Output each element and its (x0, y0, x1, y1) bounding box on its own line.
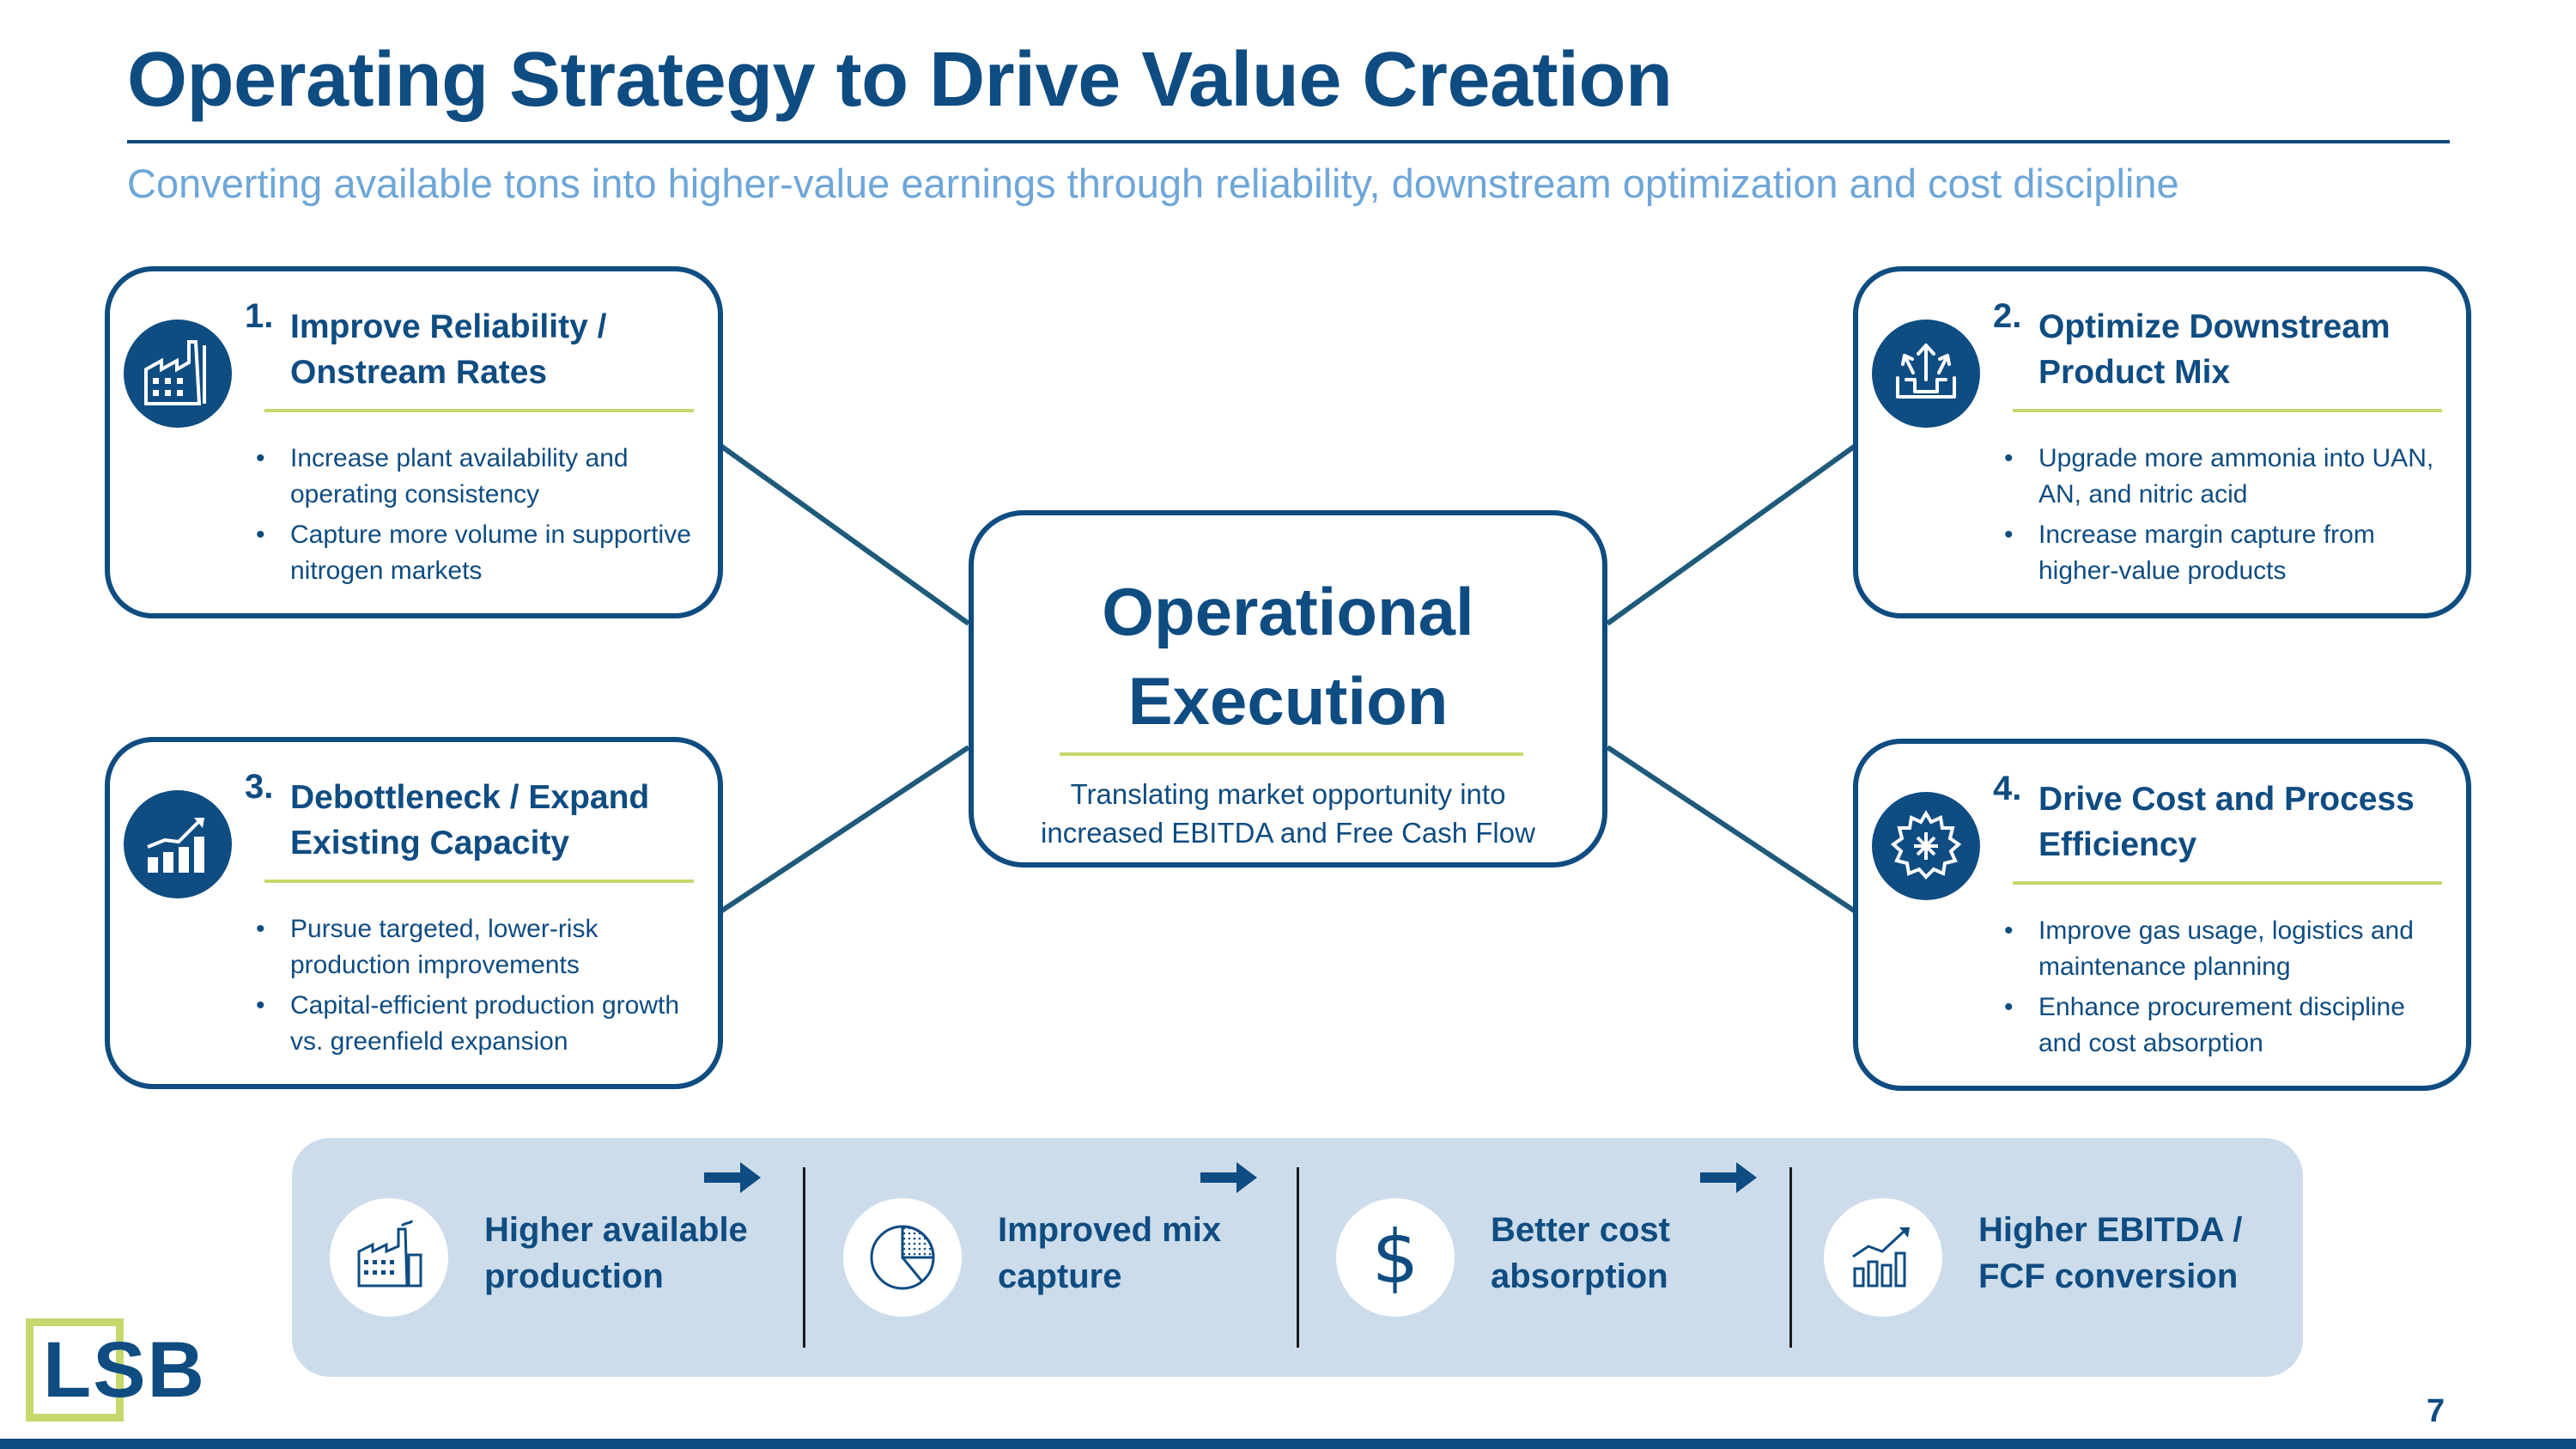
hub-description: Translating market opportunity into incr… (974, 775, 1602, 852)
hub-description-line-1: Translating market opportunity into (1070, 778, 1506, 810)
arrow-right-icon (1200, 1162, 1257, 1193)
growth-chart-icon (1824, 1198, 1942, 1317)
bullet-item: Pursue targeted, lower-risk production i… (251, 911, 706, 983)
card-bullets: Upgrade more ammonia into UAN, AN, and n… (1999, 441, 2454, 594)
card-title: Drive Cost and Process Efficiency (2038, 781, 2415, 863)
upload-arrows-icon (1872, 320, 1980, 428)
card-bullets: Improve gas usage, logistics and mainten… (1999, 913, 2454, 1066)
card-bullets: Increase plant availability and operatin… (251, 441, 706, 594)
strategy-card-1: 1. Improve Reliability / Onstream Rates … (105, 266, 723, 618)
factory-icon (124, 320, 232, 428)
card-title: Improve Reliability / Onstream Rates (290, 308, 607, 391)
connector-line-4 (1606, 745, 1858, 915)
flow-label: Improved mix capture (998, 1211, 1222, 1295)
hub-divider (1060, 752, 1523, 756)
gear-process-icon (1872, 792, 1980, 900)
logo-text: LSB (43, 1326, 206, 1414)
bullet-item: Enhance procurement discipline and cost … (1999, 989, 2454, 1062)
hub-title: Operational Execution (974, 567, 1602, 746)
dollar-icon: $ (1336, 1198, 1455, 1317)
connector-line-1 (718, 442, 970, 626)
bullet-item: Increase plant availability and operatin… (251, 441, 706, 513)
company-logo: LSB (26, 1318, 232, 1426)
card-bullets: Pursue targeted, lower-risk production i… (251, 911, 706, 1064)
page-number: 7 (2427, 1393, 2445, 1429)
flow-label: Higher EBITDA / FCF conversion (1978, 1211, 2243, 1295)
footer-bar (0, 1439, 2576, 1449)
bullet-item: Improve gas usage, logistics and mainten… (1999, 913, 2454, 985)
bullet-item: Capital-efficient production growth vs. … (251, 988, 706, 1060)
bullet-item: Capture more volume in supportive nitrog… (251, 517, 706, 589)
connector-line-3 (718, 745, 970, 915)
card-title: Debottleneck / Expand Existing Capacity (290, 779, 650, 861)
bar-growth-icon (124, 790, 232, 898)
arrow-right-icon (704, 1162, 761, 1193)
flow-separator (803, 1167, 805, 1348)
value-flow-band: Higher available production Improved mix… (292, 1138, 2303, 1377)
card-divider (264, 880, 694, 883)
card-divider (264, 409, 694, 412)
logo-frame (26, 1318, 124, 1422)
strategy-card-4: 4. Drive Cost and Process Efficiency Imp… (1853, 739, 2471, 1091)
flow-label: Higher available production (484, 1211, 748, 1295)
card-title: Optimize Downstream Product Mix (2038, 308, 2391, 391)
connector-line-2 (1606, 442, 1858, 626)
card-divider (2013, 881, 2442, 885)
hub-title-line-1: Operational (1102, 574, 1474, 649)
card-number: 1. (245, 297, 274, 335)
hub-title-line-2: Execution (1127, 663, 1449, 739)
flow-separator (1297, 1167, 1299, 1348)
operational-execution-hub: Operational Execution Translating market… (969, 510, 1607, 868)
arrow-right-icon (1700, 1162, 1757, 1193)
strategy-card-2: 2. Optimize Downstream Product Mix Upgra… (1853, 266, 2471, 618)
page-title: Operating Strategy to Drive Value Creati… (127, 37, 1673, 123)
card-divider (2013, 409, 2442, 412)
card-number: 2. (1993, 297, 2022, 335)
card-number: 4. (1993, 770, 2022, 807)
hub-description-line-2: increased EBITDA and Free Cash Flow (1041, 817, 1535, 849)
factory-outline-icon (330, 1198, 448, 1317)
card-number: 3. (245, 768, 274, 806)
page-subtitle: Converting available tons into higher-va… (127, 161, 2179, 206)
title-divider (127, 140, 2450, 143)
strategy-card-3: 3. Debottleneck / Expand Existing Capaci… (105, 737, 723, 1089)
flow-label: Better cost absorption (1491, 1211, 1670, 1295)
bullet-item: Increase margin capture from higher-valu… (1999, 517, 2454, 589)
flow-separator (1789, 1167, 1792, 1348)
pie-chart-icon (843, 1198, 962, 1317)
dollar-glyph: $ (1371, 1215, 1419, 1300)
bullet-item: Upgrade more ammonia into UAN, AN, and n… (1999, 441, 2454, 513)
